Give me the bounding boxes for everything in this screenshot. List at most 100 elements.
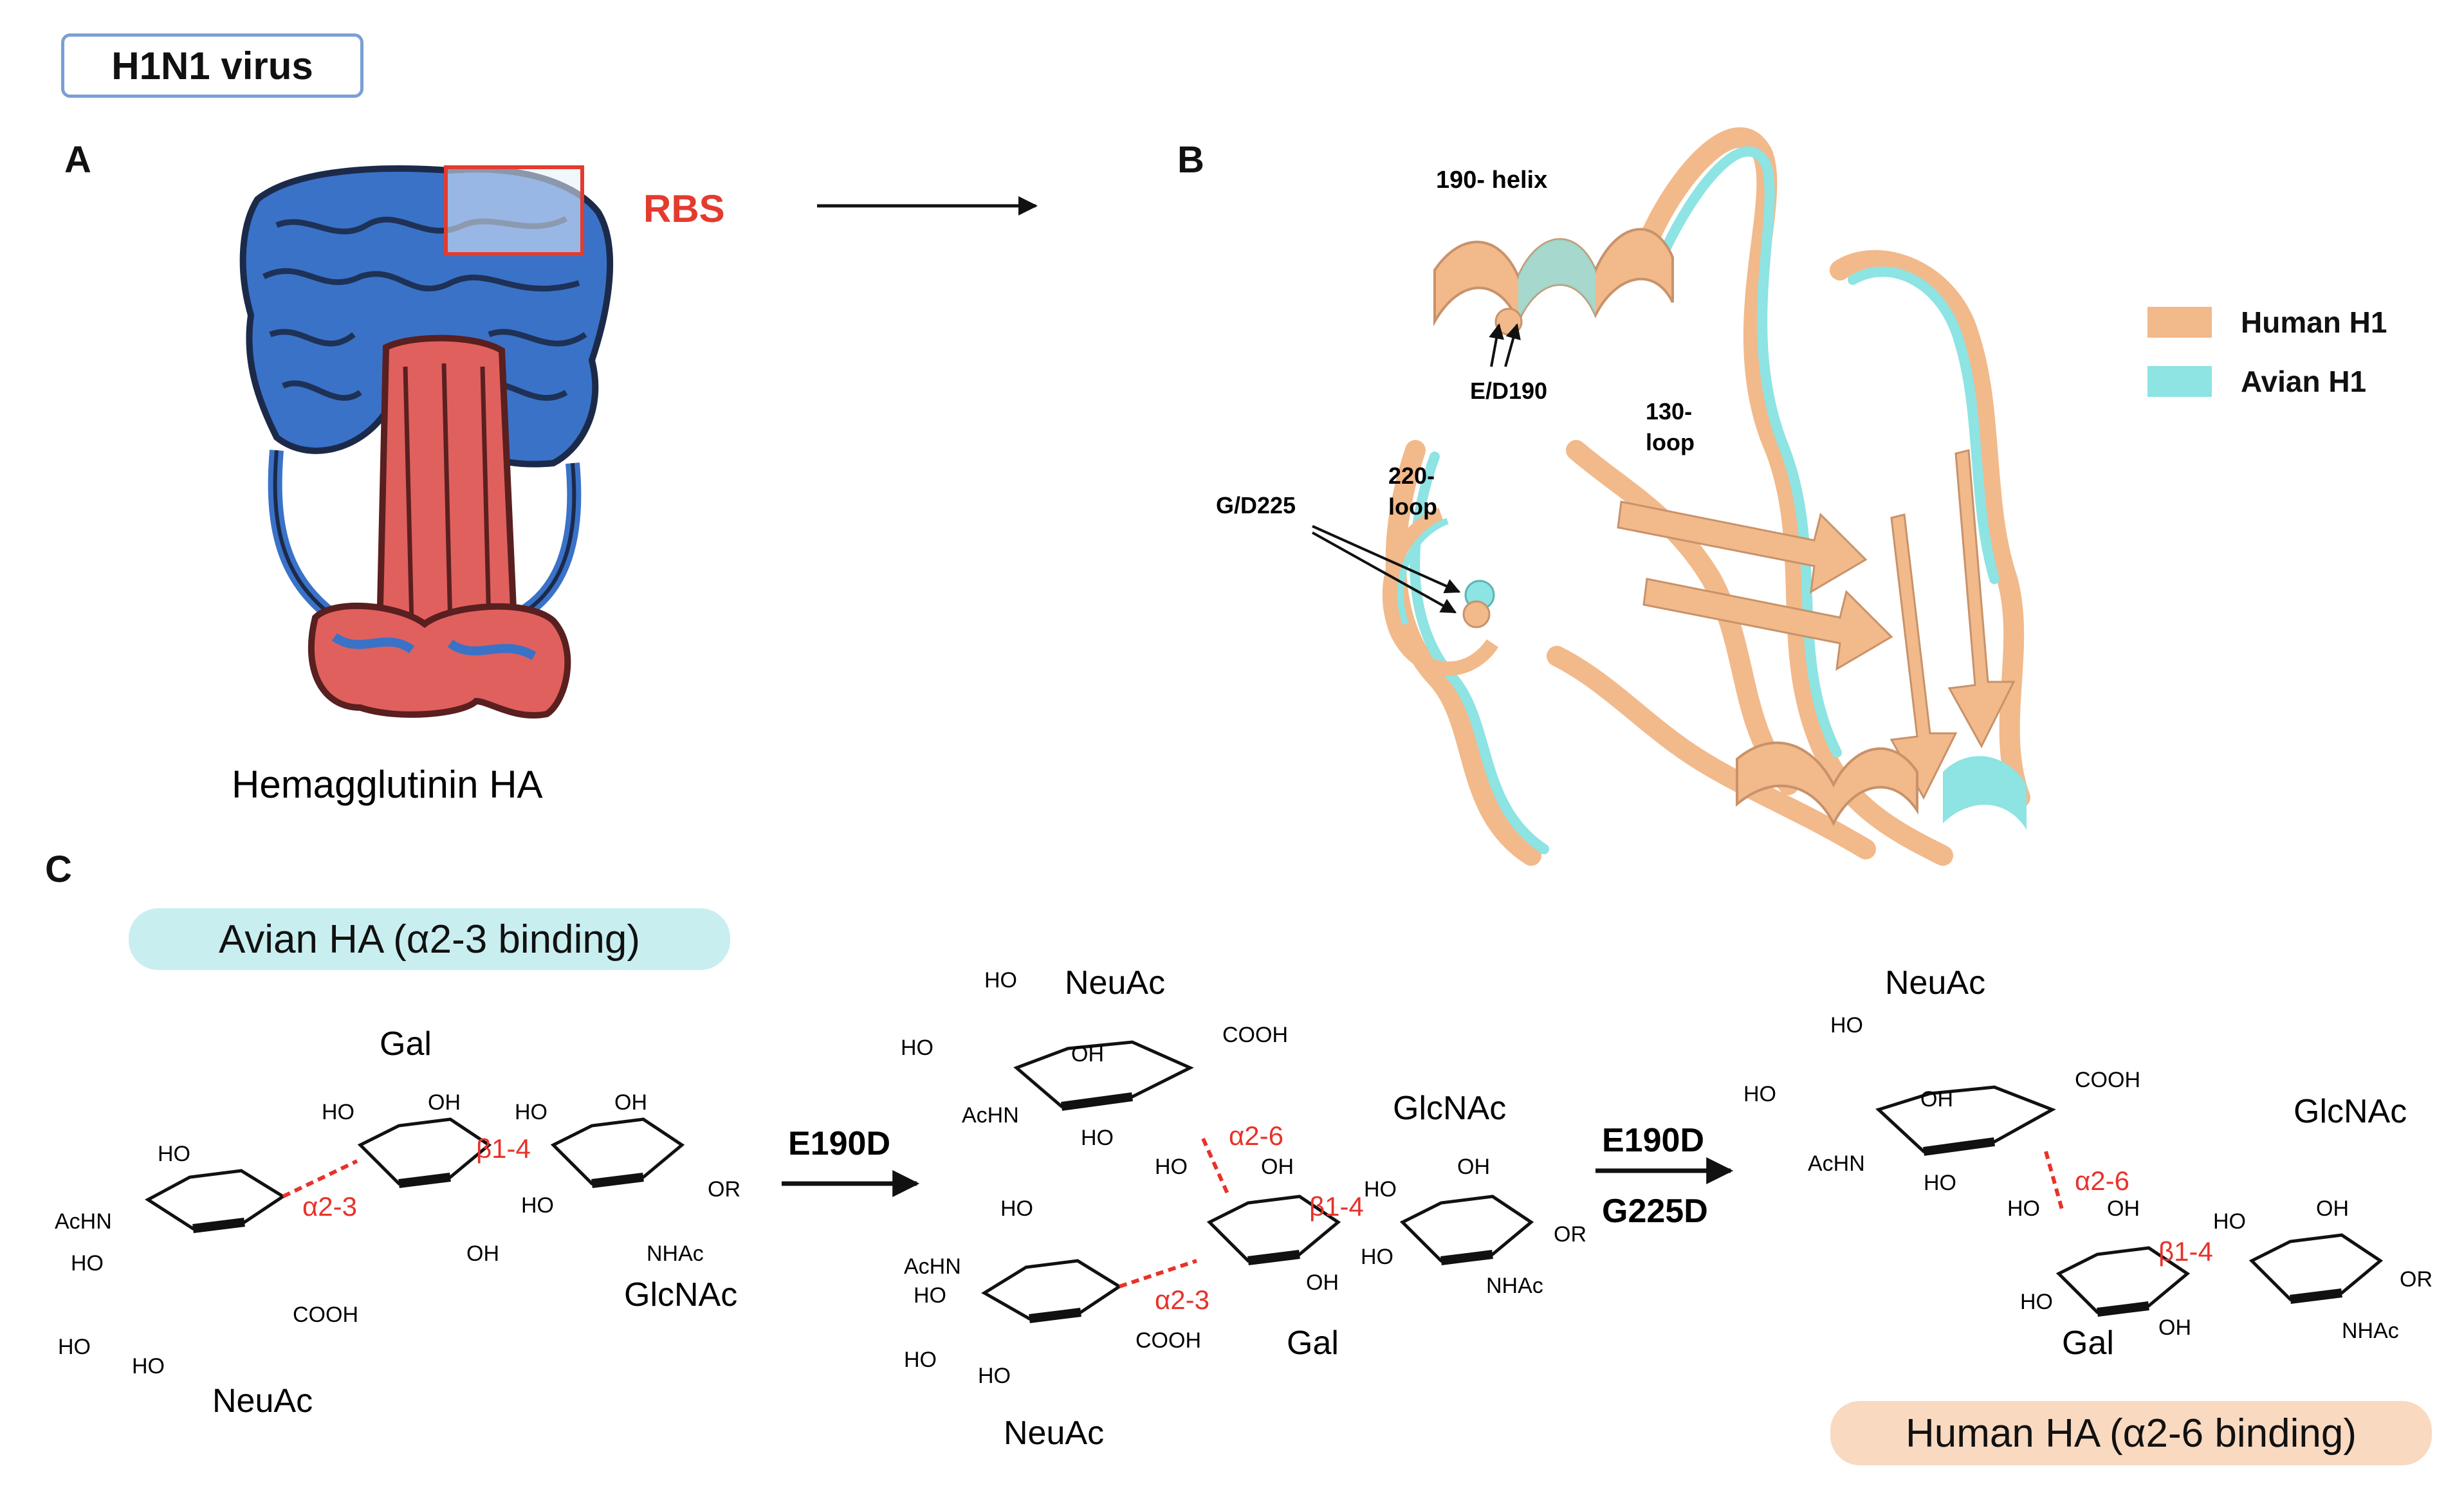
avian-binding-pill: Avian HA (α2-3 binding): [129, 908, 730, 970]
group-oh: OH: [614, 1090, 647, 1115]
linkage-b14-right: β1-4: [2158, 1236, 2213, 1267]
group-ho: HO: [904, 1348, 937, 1372]
label-gd225: G/D225: [1216, 492, 1296, 518]
group-achn: AcHN: [1808, 1151, 1865, 1176]
group-ho: HO: [71, 1251, 104, 1276]
legend: Human H1 Avian H1: [2147, 293, 2387, 411]
group-cooh: COOH: [1135, 1328, 1201, 1353]
sugar-gal-mid: Gal: [1287, 1324, 1339, 1362]
panel-letter-c: C: [45, 848, 72, 890]
group-nhac: NHAc: [647, 1241, 704, 1266]
legend-label-human: Human H1: [2241, 306, 2387, 339]
group-ho: HO: [2213, 1209, 2246, 1234]
panel-letter-b: B: [1177, 139, 1204, 181]
figure-title: H1N1 virus: [61, 33, 363, 98]
glycan-rings: [145, 1040, 2384, 1323]
group-or: OR: [708, 1177, 740, 1202]
linkage-a23-avian: α2-3: [302, 1191, 357, 1222]
group-achn: AcHN: [904, 1254, 961, 1279]
human-binding-pill: Human HA (α2-6 binding): [1830, 1401, 2432, 1465]
residue-sphere-225-human: [1462, 600, 1491, 628]
label-ed190: E/D190: [1470, 378, 1547, 404]
ha-base: [308, 602, 571, 719]
label-130-loop-1: 130-: [1646, 398, 1692, 425]
label-220-loop-1: 220-: [1388, 463, 1435, 489]
group-ho: HO: [515, 1100, 547, 1124]
group-oh: OH: [1920, 1087, 1953, 1112]
group-oh: OH: [1306, 1270, 1339, 1295]
functional-groups: HO AcHN HO HO HO COOH HO OH OH HO OH HO …: [55, 968, 2432, 1388]
rbs-ribbon-structure: [1382, 127, 2030, 866]
group-ho: HO: [1743, 1082, 1776, 1106]
group-ho: HO: [1364, 1177, 1397, 1202]
group-oh: OH: [1071, 1042, 1104, 1067]
group-or: OR: [2400, 1267, 2432, 1292]
group-oh: OH: [2316, 1196, 2349, 1221]
group-ho: HO: [2020, 1290, 2053, 1314]
group-ho: HO: [1000, 1196, 1033, 1221]
legend-item-avian: Avian H1: [2147, 352, 2387, 411]
sugar-neuac-mid-top: NeuAc: [1065, 964, 1165, 1002]
linkage-labels: α2-3 β1-4 α2-6 β1-4 α2-3 α2-6 β1-4: [302, 1121, 2213, 1315]
sugar-neuac-right: NeuAc: [1885, 964, 1985, 1002]
sugar-gal-avian: Gal: [380, 1025, 432, 1063]
group-oh: OH: [1457, 1155, 1490, 1179]
label-190-helix: 190- helix: [1436, 167, 1547, 194]
group-nhac: NHAc: [1486, 1274, 1543, 1298]
label-130-loop-2: loop: [1646, 429, 1695, 455]
group-cooh: COOH: [1222, 1023, 1288, 1047]
group-oh: OH: [2158, 1315, 2191, 1340]
legend-label-avian: Avian H1: [2241, 365, 2367, 398]
group-achn: AcHN: [55, 1209, 112, 1234]
legend-swatch-human: [2147, 307, 2212, 338]
hemagglutinin-structure: [239, 165, 614, 719]
arrow2-label-top: E190D: [1602, 1122, 1704, 1159]
arrow1-label: E190D: [788, 1125, 890, 1162]
label-220-loop-2: loop: [1388, 493, 1437, 520]
group-ho: HO: [1924, 1171, 1956, 1195]
linkage-a26-right: α2-6: [2075, 1166, 2129, 1196]
group-oh: OH: [466, 1241, 499, 1266]
residue-sphere-190: [1494, 307, 1523, 336]
sugar-glcnac-mid: GlcNAc: [1393, 1090, 1506, 1127]
group-oh: OH: [1261, 1155, 1294, 1179]
sugar-neuac-mid-bottom: NeuAc: [1004, 1415, 1104, 1452]
group-ho: HO: [132, 1354, 165, 1378]
group-ho: HO: [1081, 1126, 1114, 1150]
linkage-a26-mid: α2-6: [1229, 1121, 1283, 1151]
rbs-highlight-box: [444, 165, 584, 256]
arrow2-label-bottom: G225D: [1602, 1193, 1708, 1230]
group-or: OR: [1554, 1222, 1586, 1247]
group-cooh: COOH: [2075, 1068, 2140, 1092]
group-ho: HO: [1830, 1013, 1863, 1038]
linkage-a23-mid: α2-3: [1155, 1285, 1209, 1315]
sugar-glcnac-avian: GlcNAc: [624, 1276, 737, 1314]
group-ho: HO: [914, 1283, 946, 1308]
group-ho: HO: [521, 1193, 554, 1218]
legend-item-human: Human H1: [2147, 293, 2387, 352]
group-ho: HO: [2007, 1196, 2040, 1221]
group-ho: HO: [978, 1364, 1011, 1388]
group-ho: HO: [58, 1335, 91, 1359]
group-ho: HO: [158, 1142, 190, 1166]
linkage-bonds: [282, 1137, 2064, 1288]
group-achn: AcHN: [962, 1103, 1019, 1128]
group-nhac: NHAc: [2342, 1319, 2399, 1343]
helix-190: [1433, 228, 1674, 327]
group-cooh: COOH: [293, 1303, 358, 1327]
group-oh: OH: [428, 1090, 461, 1115]
group-ho: HO: [901, 1036, 933, 1060]
group-ho: HO: [322, 1100, 354, 1124]
sugar-gal-right: Gal: [2062, 1324, 2114, 1362]
linkage-b14-avian: β1-4: [476, 1133, 531, 1164]
sugar-glcnac-right: GlcNAc: [2294, 1093, 2407, 1130]
sugar-names: Gal GlcNAc NeuAc NeuAc GlcNAc Gal NeuAc …: [212, 964, 2407, 1452]
legend-swatch-avian: [2147, 366, 2212, 397]
group-oh: OH: [2107, 1196, 2140, 1221]
ha-caption: Hemagglutinin HA: [232, 763, 543, 806]
linkage-b14-mid: β1-4: [1309, 1191, 1364, 1222]
group-ho: HO: [1361, 1245, 1393, 1269]
rbs-label: RBS: [643, 187, 725, 230]
group-ho: HO: [984, 968, 1017, 993]
